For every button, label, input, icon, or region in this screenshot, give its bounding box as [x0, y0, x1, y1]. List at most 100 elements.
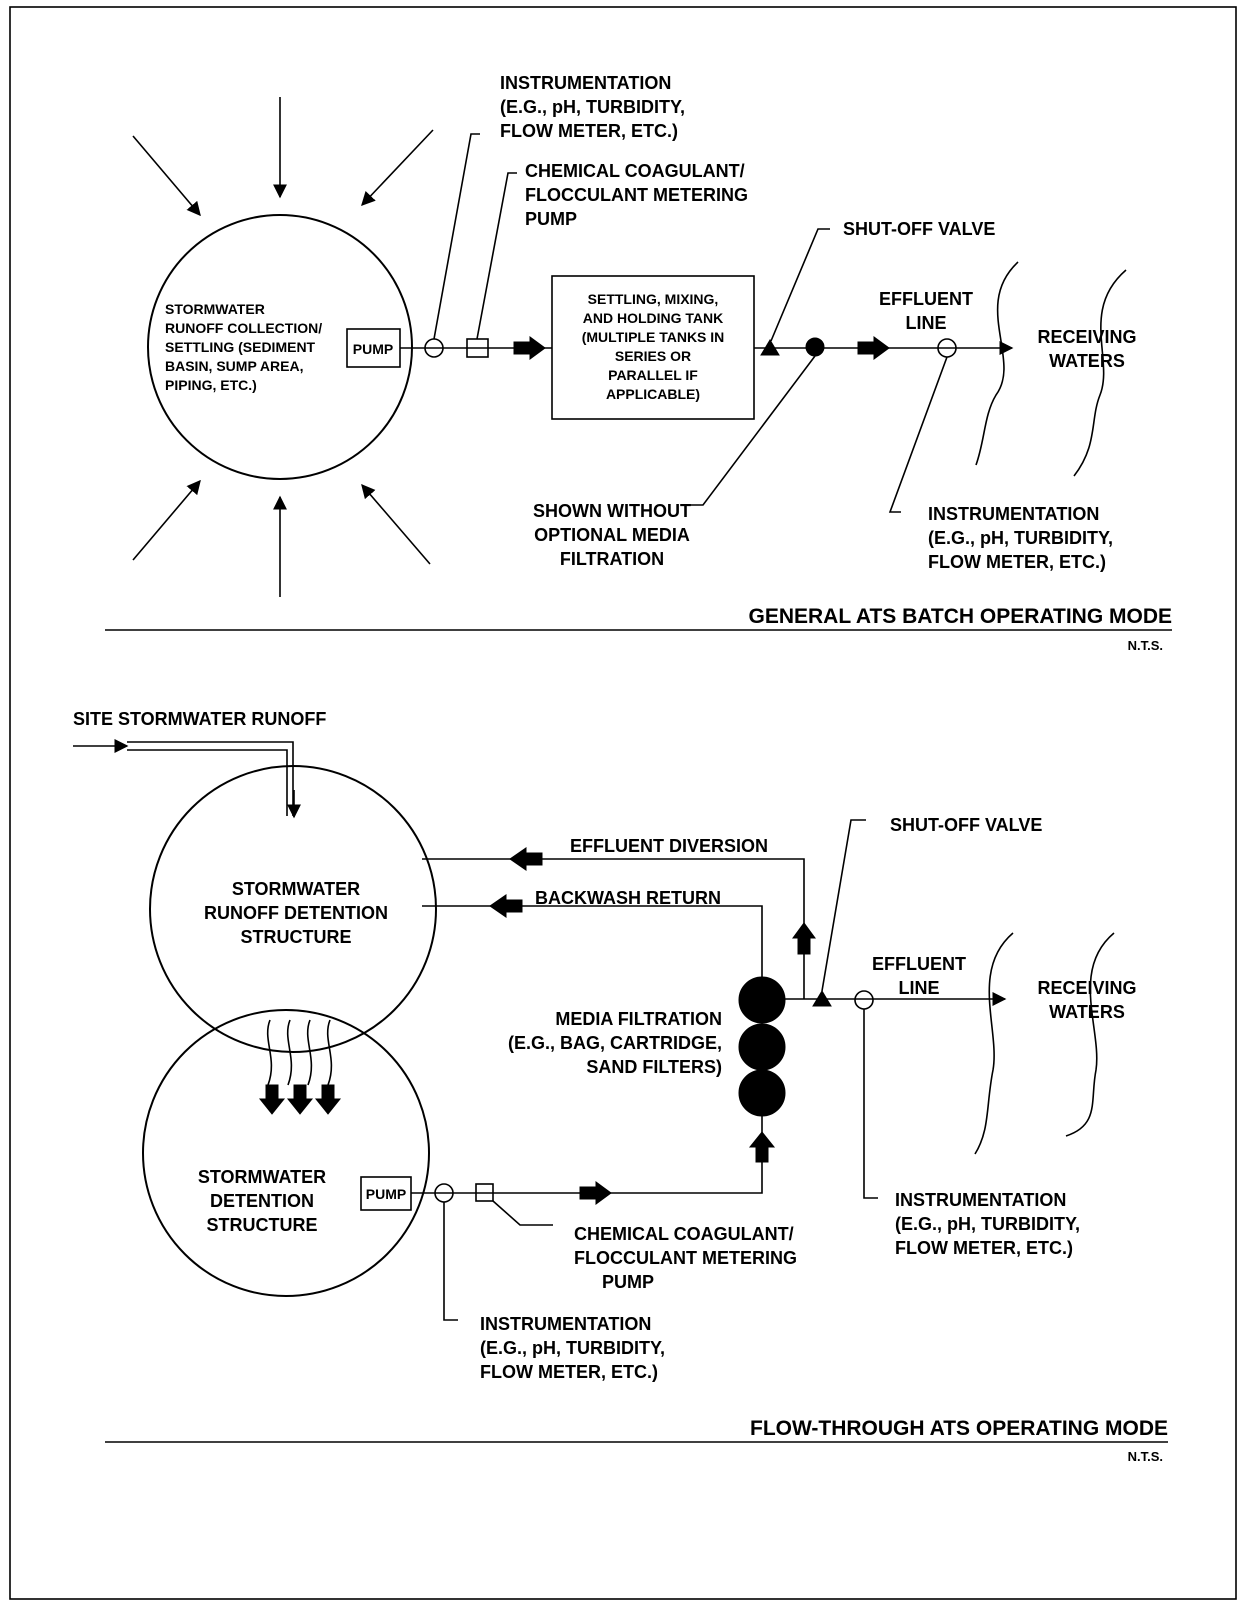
- inflow-arrows: [132, 97, 434, 597]
- detention-bottom-label: STORMWATER DETENTION STRUCTURE: [198, 1167, 326, 1235]
- media-filter-3: [738, 1069, 786, 1117]
- svg-text:WATERS: WATERS: [1049, 1002, 1125, 1022]
- svg-text:STRUCTURE: STRUCTURE: [241, 927, 352, 947]
- runoff-pipe-outer: [127, 741, 294, 816]
- chemical-pump-label-flow: CHEMICAL COAGULANT/ FLOCCULANT METERING …: [574, 1224, 797, 1292]
- pump-label: PUMP: [353, 341, 393, 357]
- svg-text:RECEIVING: RECEIVING: [1037, 327, 1136, 347]
- effluent-line-label-flow: EFFLUENT LINE: [872, 954, 966, 998]
- svg-text:PUMP: PUMP: [525, 209, 577, 229]
- svg-text:RUNOFF COLLECTION/: RUNOFF COLLECTION/: [165, 320, 322, 336]
- leader-media-note: [690, 355, 816, 506]
- svg-text:AND HOLDING TANK: AND HOLDING TANK: [583, 310, 724, 326]
- receiving-waters-label: RECEIVING WATERS: [1037, 327, 1136, 371]
- chemical-pump-label: CHEMICAL COAGULANT/ FLOCCULANT METERING …: [525, 161, 748, 229]
- svg-text:LINE: LINE: [905, 313, 946, 333]
- transfer-down-arrows: [258, 1084, 342, 1115]
- shutoff-valve-label: SHUT-OFF VALVE: [843, 219, 995, 239]
- leader-instrumentation-right: [863, 1009, 878, 1199]
- svg-text:APPLICABLE): APPLICABLE): [606, 386, 700, 402]
- svg-text:EFFLUENT: EFFLUENT: [879, 289, 973, 309]
- svg-text:STORMWATER: STORMWATER: [198, 1167, 326, 1187]
- instrumentation-bottom-label-flow: INSTRUMENTATION (E.G., pH, TURBIDITY, FL…: [480, 1314, 665, 1382]
- runoff-detention-structure: [149, 765, 437, 1053]
- svg-text:INSTRUMENTATION: INSTRUMENTATION: [480, 1314, 651, 1334]
- runoff-collection-basin: [147, 214, 413, 480]
- leader-chemical-pump-flow: [492, 1200, 553, 1226]
- flow-arrow-1: [513, 336, 546, 360]
- media-note-label: SHOWN WITHOUT OPTIONAL MEDIA FILTRATION: [533, 501, 691, 569]
- svg-text:PIPING, ETC.): PIPING, ETC.): [165, 377, 257, 393]
- effluent-instrumentation-flow: [854, 990, 874, 1010]
- runoff-pipe-inner: [127, 749, 288, 816]
- backwash-arrow: [489, 894, 523, 918]
- diversion-arrow: [509, 847, 543, 871]
- instrumentation-bottom-label: INSTRUMENTATION (E.G., pH, TURBIDITY, FL…: [928, 504, 1113, 572]
- svg-text:EFFLUENT: EFFLUENT: [872, 954, 966, 974]
- svg-text:FLOCCULANT METERING: FLOCCULANT METERING: [525, 185, 748, 205]
- flow-title: FLOW-THROUGH ATS OPERATING MODE: [750, 1417, 1168, 1440]
- instrumentation-top-label: INSTRUMENTATION (E.G., pH, TURBIDITY, FL…: [500, 73, 685, 141]
- media-filter-1: [738, 976, 786, 1024]
- leader-instrumentation-bottom-flow: [443, 1202, 458, 1321]
- svg-text:WATERS: WATERS: [1049, 351, 1125, 371]
- detention-structure: [142, 1009, 430, 1297]
- svg-text:RECEIVING: RECEIVING: [1037, 978, 1136, 998]
- leader-instrumentation-bottom: [888, 356, 948, 513]
- effluent-diversion-label: EFFLUENT DIVERSION: [570, 836, 768, 856]
- metering-pump-box-flow: [475, 1183, 494, 1202]
- shutoff-valve-symbol: [760, 339, 780, 356]
- svg-text:FLOW METER, ETC.): FLOW METER, ETC.): [480, 1362, 658, 1382]
- flow-scale: N.T.S.: [1128, 1449, 1163, 1464]
- flow-through-section: SITE STORMWATER RUNOFF STORMWATER RUNOFF…: [73, 709, 1168, 1464]
- svg-text:(E.G., pH, TURBIDITY,: (E.G., pH, TURBIDITY,: [500, 97, 685, 117]
- leader-shutoff-flow: [821, 819, 866, 992]
- feed-arrow: [579, 1181, 612, 1205]
- svg-text:LINE: LINE: [898, 978, 939, 998]
- leader-shutoff-valve: [770, 228, 830, 342]
- batch-mode-section: STORMWATER RUNOFF COLLECTION/ SETTLING (…: [105, 73, 1172, 653]
- receiving-waters-wave-2: [1073, 269, 1127, 477]
- backwash-return-line: [422, 905, 763, 982]
- svg-text:FLOW METER, ETC.): FLOW METER, ETC.): [500, 121, 678, 141]
- feed-up-arrow: [748, 1131, 776, 1163]
- svg-text:SETTLING (SEDIMENT: SETTLING (SEDIMENT: [165, 339, 316, 355]
- media-filtration-label: MEDIA FILTRATION (E.G., BAG, CARTRIDGE, …: [508, 1009, 722, 1077]
- feed-line: [411, 1116, 763, 1194]
- batch-title: GENERAL ATS BATCH OPERATING MODE: [748, 605, 1172, 628]
- receiving-waters-wave-3: [974, 932, 1014, 1155]
- svg-text:FLOW METER, ETC.): FLOW METER, ETC.): [895, 1238, 1073, 1258]
- site-runoff-label: SITE STORMWATER RUNOFF: [73, 709, 326, 729]
- svg-text:MEDIA FILTRATION: MEDIA FILTRATION: [555, 1009, 722, 1029]
- transfer-squiggles: [266, 1019, 333, 1086]
- svg-text:(MULTIPLE TANKS IN: (MULTIPLE TANKS IN: [582, 329, 725, 345]
- tank-label: SETTLING, MIXING, AND HOLDING TANK (MULT…: [582, 291, 725, 402]
- leader-instrumentation-top: [433, 133, 480, 340]
- media-filter-2: [738, 1023, 786, 1071]
- pump-label-flow: PUMP: [366, 1186, 406, 1202]
- svg-text:(E.G., pH, TURBIDITY,: (E.G., pH, TURBIDITY,: [895, 1214, 1080, 1234]
- collection-label: STORMWATER RUNOFF COLLECTION/ SETTLING (…: [165, 301, 322, 393]
- svg-text:FILTRATION: FILTRATION: [560, 549, 664, 569]
- svg-text:SHOWN WITHOUT: SHOWN WITHOUT: [533, 501, 691, 521]
- svg-text:STORMWATER: STORMWATER: [165, 301, 265, 317]
- receiving-waters-label-flow: RECEIVING WATERS: [1037, 978, 1136, 1022]
- svg-text:STRUCTURE: STRUCTURE: [207, 1215, 318, 1235]
- svg-text:INSTRUMENTATION: INSTRUMENTATION: [928, 504, 1099, 524]
- shutoff-valve-label-flow: SHUT-OFF VALVE: [890, 815, 1042, 835]
- svg-text:SAND FILTERS): SAND FILTERS): [586, 1057, 722, 1077]
- svg-text:(E.G., pH, TURBIDITY,: (E.G., pH, TURBIDITY,: [928, 528, 1113, 548]
- svg-text:OPTIONAL MEDIA: OPTIONAL MEDIA: [534, 525, 690, 545]
- svg-text:STORMWATER: STORMWATER: [232, 879, 360, 899]
- diversion-up-arrow: [792, 922, 816, 955]
- svg-text:PUMP: PUMP: [602, 1272, 654, 1292]
- effluent-diversion-line: [422, 858, 805, 999]
- svg-text:(E.G., BAG, CARTRIDGE,: (E.G., BAG, CARTRIDGE,: [508, 1033, 722, 1053]
- svg-text:INSTRUMENTATION: INSTRUMENTATION: [500, 73, 671, 93]
- flow-arrow-2: [857, 336, 890, 360]
- svg-text:(E.G., pH, TURBIDITY,: (E.G., pH, TURBIDITY,: [480, 1338, 665, 1358]
- svg-text:SERIES OR: SERIES OR: [615, 348, 691, 364]
- svg-text:FLOW METER, ETC.): FLOW METER, ETC.): [928, 552, 1106, 572]
